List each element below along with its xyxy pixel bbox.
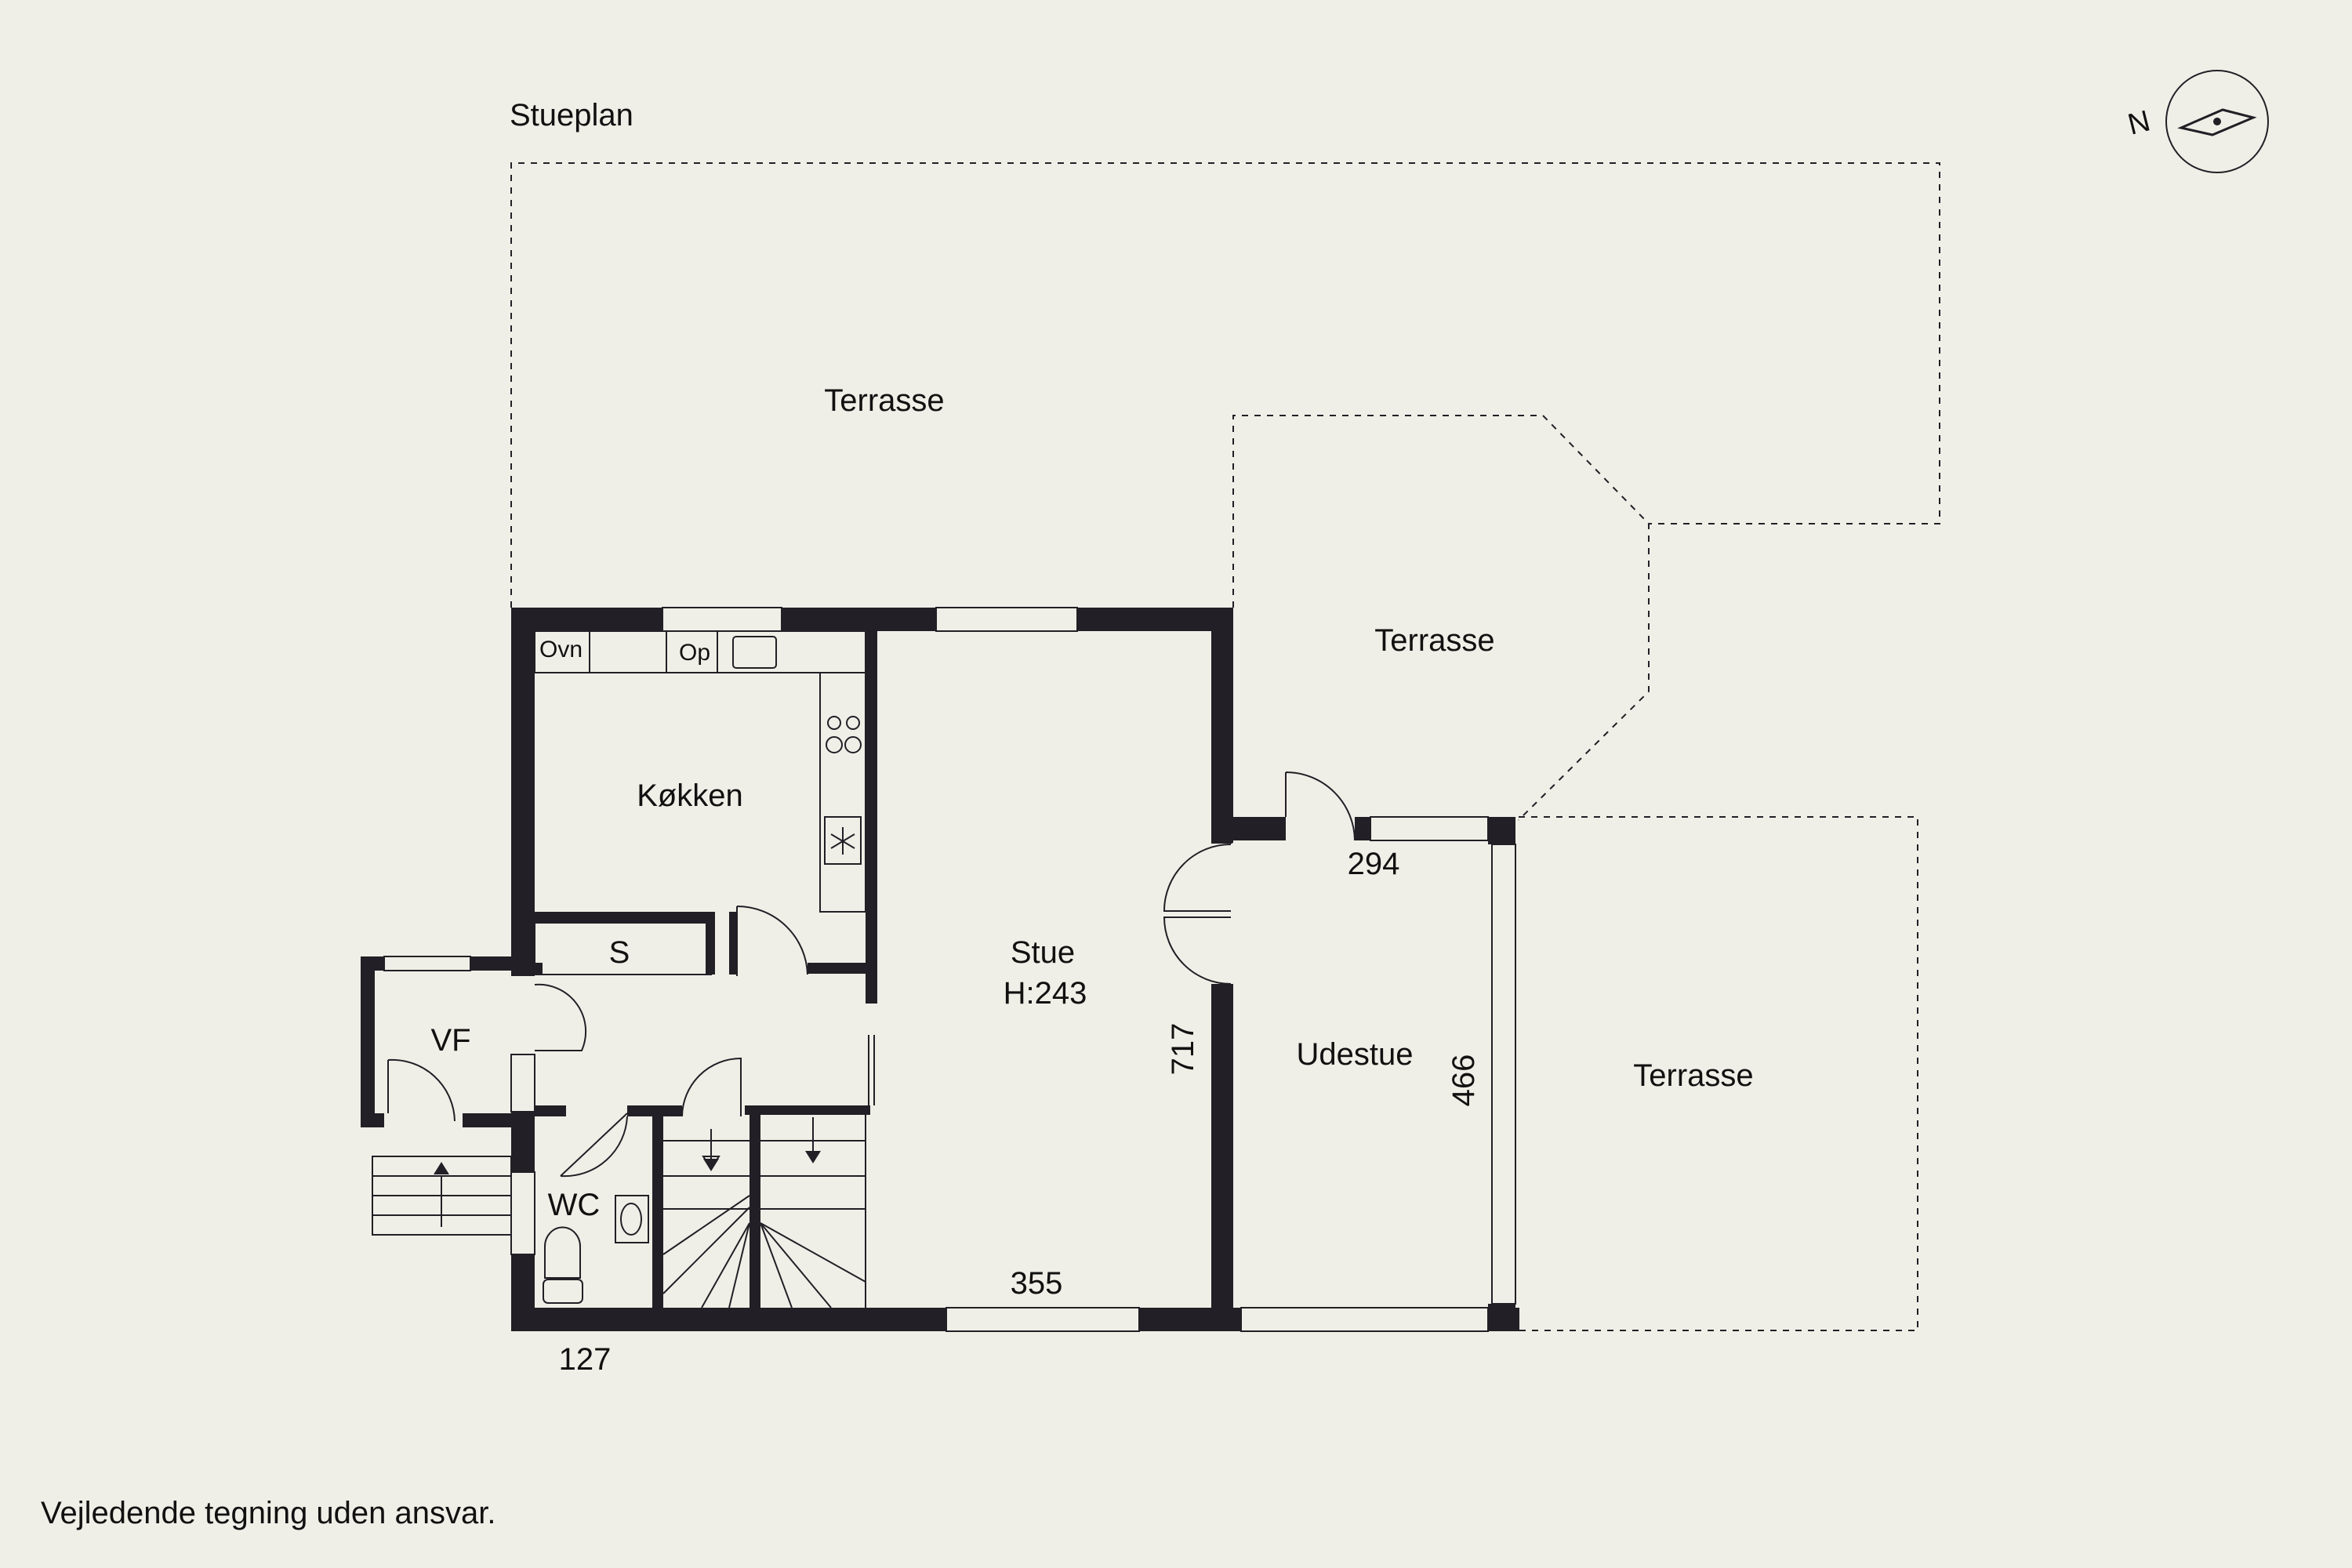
room-label-entrance: VF [430,1023,470,1058]
dimension-466: 466 [1446,1054,1481,1107]
wc-sink [615,1195,649,1243]
snowflake-icon [830,827,855,855]
doors [387,771,1356,1178]
room-label-terrace-top: Terrasse [824,383,944,418]
window-sunroom-side [1491,844,1516,1305]
room-label-terrace-right: Terrasse [1633,1058,1753,1093]
windows [383,607,1516,1332]
door-front [387,1058,456,1122]
counter-side [819,672,866,913]
wc-fixtures [543,1195,649,1304]
door-terrace [1285,771,1356,841]
room-label-living: Stue [1011,935,1075,970]
dimension-294: 294 [1348,847,1400,881]
window-living-bottom [946,1307,1140,1332]
door-sunroom-upper [1163,844,1232,912]
window-wc-upper [510,1054,535,1112]
compass-icon [2165,70,2269,173]
window-vf [383,956,471,971]
fixture-label-dishwasher: Op [679,640,710,666]
terrace-right-outline [1519,816,1918,1331]
window-kitchen [662,607,782,632]
stair-down-arrow-right-icon [805,1151,821,1163]
sink [732,636,777,669]
plan-title: Stueplan [510,98,633,132]
terrace-top-outline [510,162,1940,608]
dimension-355: 355 [1011,1266,1063,1301]
door-wc [560,1112,628,1178]
door-vf-inner [534,983,587,1051]
toilet-icon [544,1226,581,1279]
fridge-icon [824,816,862,865]
entry-up-arrow-icon [434,1162,449,1174]
window-living-top [935,607,1078,632]
dimension-717: 717 [1166,1023,1200,1076]
dishwasher-box [666,630,718,673]
room-label-terrace-mid: Terrasse [1374,623,1494,658]
terrace-outlines [510,162,1940,1331]
stairs [662,1105,866,1308]
room-label-sunroom: Udestue [1297,1037,1414,1072]
room-label-living-height: H:243 [1004,976,1087,1011]
window-wc-lower [510,1171,535,1255]
room-label-storage: S [609,935,630,970]
window-sunroom-top [1370,816,1489,841]
kitchen-fixtures [534,630,866,913]
dimension-127: 127 [559,1342,612,1377]
compass-letter: N [2125,104,2154,141]
room-label-kitchen: Køkken [637,779,743,813]
door-sunroom-lower [1163,916,1232,985]
door-stair [681,1057,742,1117]
oven-box [534,630,590,673]
stove-icon [826,716,862,753]
room-label-toilet: WC [548,1188,601,1222]
entry-steps [372,1156,512,1236]
window-sunroom-bottom [1240,1307,1489,1332]
door-kitchen [736,906,808,976]
fixture-label-oven: Ovn [539,637,583,662]
labels: Stueplan N Terrasse Terrasse Terrasse Kø… [41,98,2154,1530]
interior-walls [534,631,877,1308]
terrace-mid-outline [1232,415,1650,821]
disclaimer: Vejledende tegning uden ansvar. [41,1496,496,1530]
